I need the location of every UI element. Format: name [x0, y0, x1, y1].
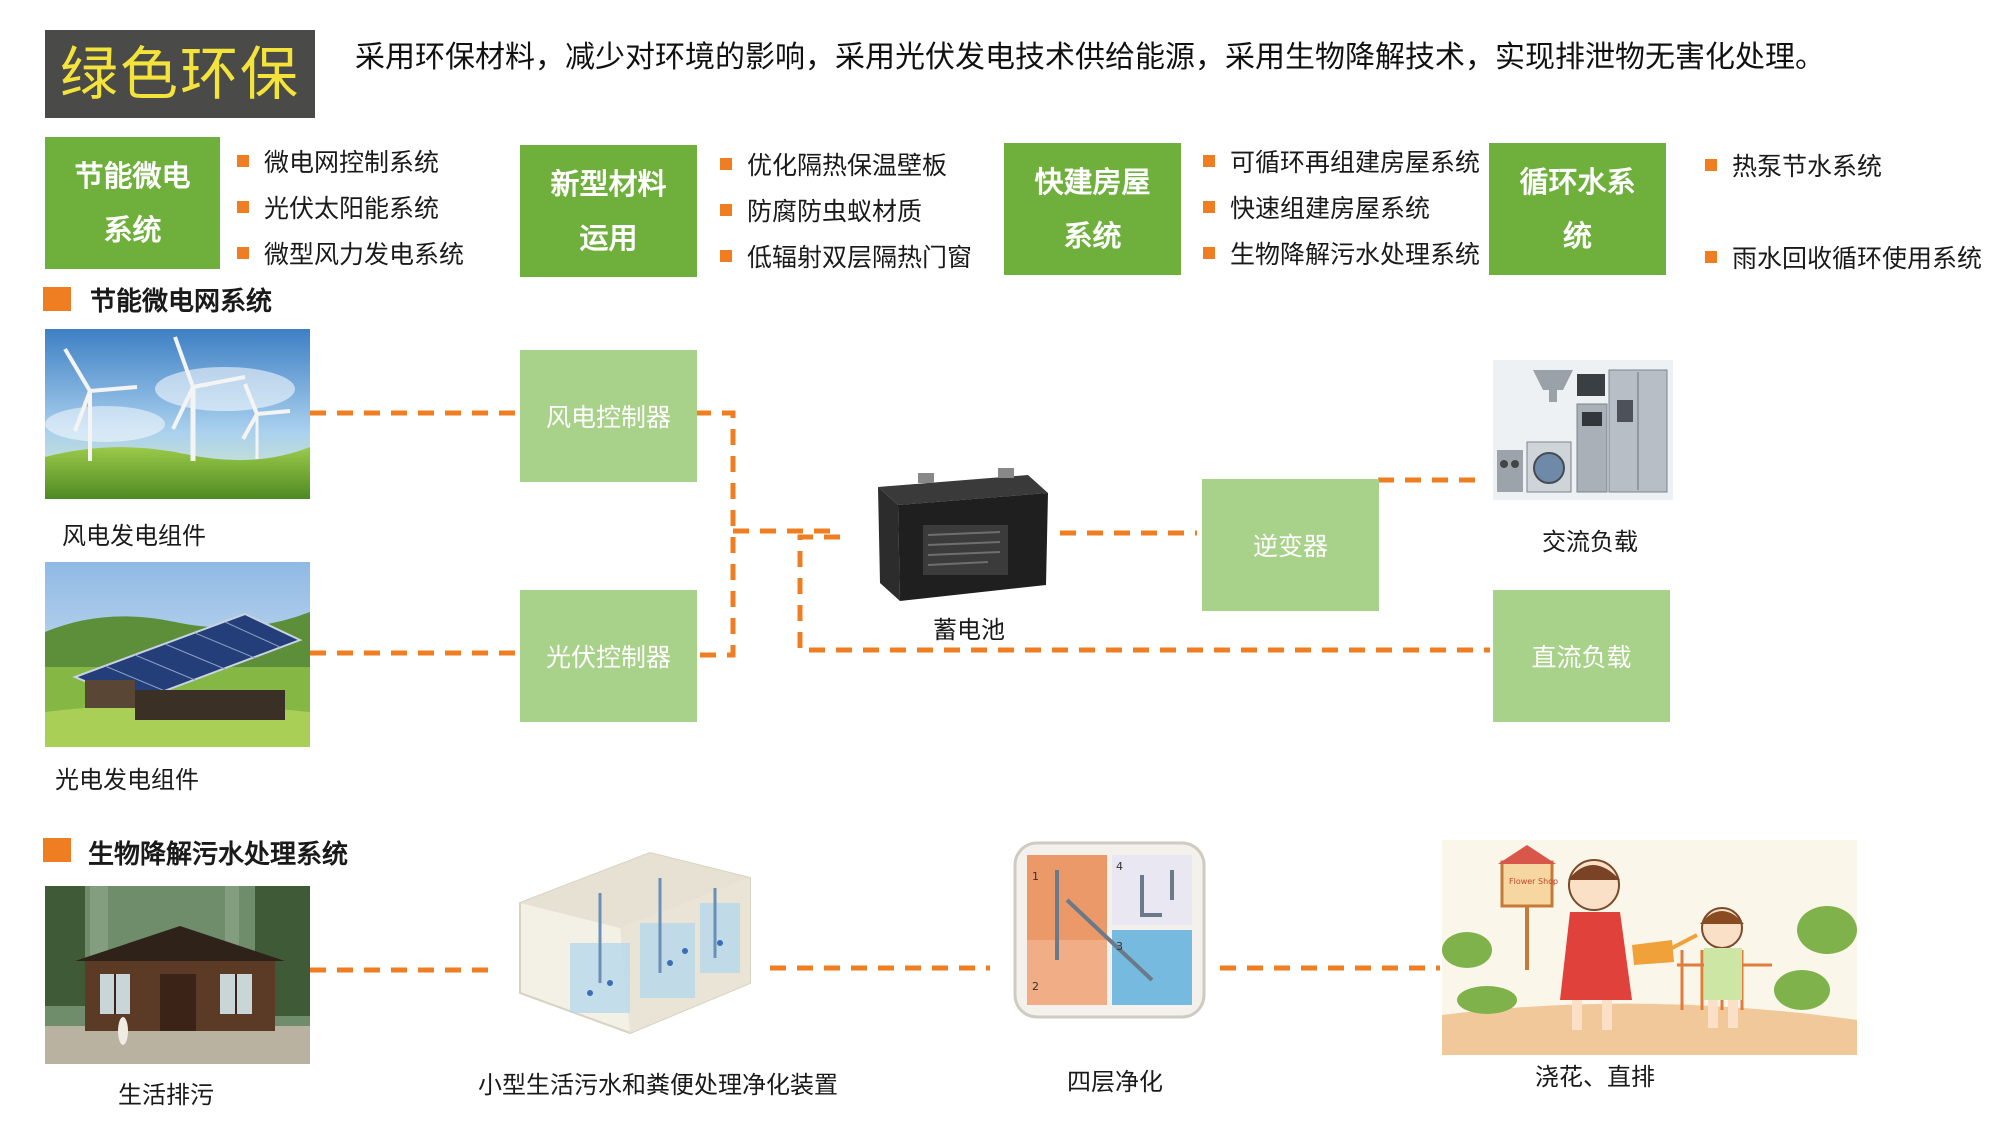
caption-treatment-device: 小型生活污水和粪便处理净化装置 [478, 1071, 838, 1099]
bullet-item: 优化隔热保温壁板 [720, 151, 947, 181]
wind-controller-box: 风电控制器 [520, 350, 697, 482]
bullet-item: 生物降解污水处理系统 [1203, 240, 1480, 270]
section-title-microgrid: 节能微电网系统 [90, 287, 273, 317]
inverter-box: 逆变器 [1202, 479, 1379, 611]
bullet-item: 光伏太阳能系统 [237, 194, 439, 224]
category-label: 快建房屋系统 [1034, 165, 1151, 253]
layer-number-3: 3 [1116, 940, 1123, 953]
section-title-sewage: 生物降解污水处理系统 [88, 840, 349, 870]
battery-image [868, 465, 1053, 605]
flower-shop-sign: Flower Shop [1509, 877, 1558, 886]
bullet-item: 雨水回收循环使用系统 [1705, 244, 1982, 274]
caption-solar: 光电发电组件 [55, 766, 199, 794]
bullet-item: 防腐防虫蚁材质 [720, 197, 922, 227]
section-marker [43, 287, 71, 311]
inverter-label: 逆变器 [1252, 532, 1328, 561]
section-marker [43, 838, 71, 862]
connector-line [797, 534, 1490, 653]
house-image [45, 886, 310, 1064]
bullet-item: 微电网控制系统 [237, 148, 439, 178]
category-box-materials: 新型材料运用 [520, 145, 697, 277]
connector-line [695, 410, 736, 658]
layer-number-2: 2 [1032, 980, 1039, 993]
wind-controller-label: 风电控制器 [545, 403, 671, 432]
category-label: 循环水系统 [1519, 165, 1636, 253]
intro-text: 采用环保材料，减少对环境的影响，采用光伏发电技术供给能源，采用生物降解技术，实现… [355, 40, 1825, 75]
layer-number-4: 4 [1116, 860, 1123, 873]
caption-ac-load: 交流负载 [1542, 528, 1638, 556]
appliances-image [1493, 360, 1673, 500]
bullet-item: 微型风力发电系统 [237, 240, 464, 270]
wind-turbine-image [45, 329, 310, 499]
bullet-item: 可循环再组建房屋系统 [1203, 148, 1480, 178]
category-label: 节能微电系统 [74, 159, 191, 247]
pv-controller-label: 光伏控制器 [545, 643, 671, 672]
caption-battery: 蓄电池 [933, 616, 1005, 644]
page-title: 绿色环保 [45, 30, 315, 118]
dc-load-label: 直流负载 [1531, 643, 1632, 672]
category-box-quick-build: 快建房屋系统 [1004, 143, 1181, 275]
bullet-item: 低辐射双层隔热门窗 [720, 243, 972, 273]
caption-watering: 浇花、直排 [1535, 1063, 1655, 1091]
category-box-water: 循环水系统 [1489, 143, 1666, 275]
category-box-microgrid: 节能微电系统 [45, 137, 220, 269]
caption-household-sewage: 生活排污 [118, 1081, 214, 1109]
pv-controller-box: 光伏控制器 [520, 590, 697, 722]
layer-number-1: 1 [1032, 870, 1039, 883]
dc-load-box: 直流负载 [1493, 590, 1670, 722]
four-layer-image: 1 2 3 4 [1012, 840, 1207, 1020]
bullet-item: 热泵节水系统 [1705, 152, 1882, 182]
treatment-device-image [500, 833, 770, 1043]
caption-wind: 风电发电组件 [62, 522, 206, 550]
solar-panel-image [45, 562, 310, 747]
watering-illustration: Flower Shop [1442, 840, 1857, 1055]
category-label: 新型材料运用 [550, 167, 667, 255]
bullet-item: 快速组建房屋系统 [1203, 194, 1430, 224]
caption-four-layer: 四层净化 [1067, 1068, 1163, 1096]
